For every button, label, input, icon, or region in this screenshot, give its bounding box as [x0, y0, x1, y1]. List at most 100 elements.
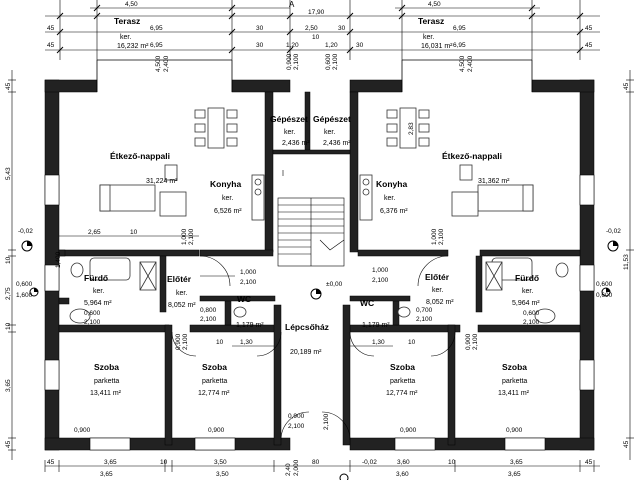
dim-0900-a: 0,900: [286, 53, 293, 70]
dim-1600-left: 1,600: [16, 292, 33, 299]
dim-10-right: 10: [408, 339, 416, 346]
room-floor-konyha-left: ker.: [222, 195, 233, 202]
dim-0800-wc-left: 0,800: [200, 307, 217, 314]
room-floor-gepeszet-right: ker.: [324, 129, 335, 136]
dim-bottom-365-c: 3,65: [100, 471, 113, 478]
dim-45-c: 45: [47, 42, 55, 49]
dim-0900-door-r1: 0,900: [465, 333, 472, 350]
dim-30-c: 30: [256, 42, 264, 49]
dim-4500-right: 4,500: [459, 55, 466, 72]
dim-2100-left: 2,100: [240, 279, 257, 286]
furniture-kitchen: [251, 174, 373, 221]
dim-45-a: 45: [47, 25, 55, 32]
dim-1000-vert-l: 1,000: [181, 228, 188, 245]
dim-1400-bath: 1,400: [55, 251, 62, 268]
room-area-wc-right: 1,179 m²: [362, 322, 390, 329]
dim-695-d: 6,95: [453, 42, 466, 49]
room-area-furdo-left: 5,964 m²: [84, 300, 112, 307]
dim-1000-right: 1,000: [372, 267, 389, 274]
room-floor-szoba-4: parketta: [502, 378, 527, 385]
room-floor-furdo-right: ker.: [522, 288, 533, 295]
room-area-furdo-right: 5,964 m²: [512, 300, 540, 307]
terrace-left-area: 16,232 m²: [117, 43, 149, 50]
dim-2100-b: 2,100: [332, 53, 339, 70]
room-name-konyha-left: Konyha: [210, 179, 241, 189]
dim-45-d: 45: [585, 42, 593, 49]
dim-2400-left: 2,400: [163, 55, 170, 72]
walls: [44, 79, 595, 451]
terrace-left-floor: ker.: [120, 34, 131, 41]
furniture-dining-right: [386, 107, 430, 149]
section-markers: [21, 240, 619, 483]
room-area-wc-left: 1,179 m²: [236, 322, 264, 329]
dim-0600-bath-left: 0,600: [84, 310, 101, 317]
dim-0600-bath-right: 0,600: [523, 310, 540, 317]
dim-bottom-365-a: 3,65: [104, 459, 117, 466]
side-dimension-lines: [8, 70, 634, 460]
dim-2400-right: 2,400: [467, 55, 474, 72]
dim-2100-bath-left: 2,100: [84, 319, 101, 326]
terrace-right-area: 16,031 m²: [421, 43, 453, 50]
dim-bottom-80: 80: [312, 459, 320, 466]
dim-130-left: 1,30: [240, 339, 253, 346]
dim-2100-vert-l: 2,100: [188, 228, 195, 245]
room-name-konyha-right: Konyha: [376, 179, 407, 189]
furniture-dining-left: [194, 107, 238, 149]
dim-top-left-450: 4,50: [125, 1, 138, 8]
terrace-left-name: Terasz: [114, 16, 140, 26]
dim-120-b: 1,20: [325, 42, 338, 49]
room-floor-konyha-right: ker.: [384, 195, 395, 202]
room-name-szoba-3: Szoba: [390, 362, 415, 372]
room-area-konyha-right: 6,376 m²: [380, 208, 408, 215]
room-name-gepeszet-left: Gépészet: [270, 114, 308, 124]
staircase: [277, 170, 345, 267]
dim-30-b: 30: [338, 25, 346, 32]
room-area-konyha-left: 6,526 m²: [214, 208, 242, 215]
dim-left-543: 5,43: [5, 167, 12, 180]
room-name-wc-right: WC: [360, 298, 374, 308]
room-area-gepeszet-right: 2,436 m²: [323, 140, 351, 147]
room-floor-furdo-left: ker.: [93, 288, 104, 295]
level-left: -0,02: [18, 228, 33, 235]
dim-left-365: 3,65: [5, 379, 12, 392]
room-floor-szoba-3: parketta: [390, 378, 415, 385]
room-floor-eloter-left: ker.: [176, 290, 187, 297]
dim-2100-wc-left: 2,100: [200, 316, 217, 323]
dim-right-1153: 11,53: [623, 254, 630, 270]
dim-2100-a: 2,100: [293, 53, 300, 70]
room-floor-szoba-2: parketta: [202, 378, 227, 385]
dim-2100-door-l1: 2,100: [182, 333, 189, 350]
terrace-right-floor: ker.: [423, 34, 434, 41]
dim-left-275: 2,75: [5, 287, 12, 300]
dim-top-right-450: 4,50: [428, 1, 441, 8]
room-area-gepeszet-left: 2,436 m²: [282, 140, 310, 147]
room-area-szoba-1: 13,411 m²: [90, 390, 122, 397]
dim-right-45-b: 45: [623, 440, 630, 448]
dim-0600-right-b: 0,600: [596, 292, 613, 299]
room-area-etkezo-left: 31,224 m²: [146, 178, 178, 185]
dim-30-a: 30: [256, 25, 264, 32]
room-name-eloter-left: Előtér: [167, 274, 192, 284]
dim-45-b: 45: [585, 25, 593, 32]
furniture-bathrooms: [69, 257, 569, 324]
dim-30-d: 30: [356, 42, 364, 49]
dim-0900-win-1: 0,900: [74, 427, 91, 434]
dim-1000-left: 1,000: [240, 269, 257, 276]
dim-bottom-level: -0,02: [362, 459, 377, 466]
room-area-szoba-2: 12,774 m²: [198, 390, 230, 397]
room-floor-szoba-1: parketta: [94, 378, 119, 385]
dim-bottom-240: 2,40: [285, 463, 292, 476]
dim-bottom-45-a: 45: [47, 459, 55, 466]
windows: [44, 174, 595, 451]
dim-left-10: 10: [5, 256, 12, 264]
room-name-furdo-left: Fürdő: [84, 273, 108, 283]
dim-bottom-10-b: 10: [448, 459, 456, 466]
top-dimension-lines: [45, 0, 600, 60]
dim-bottom-365-b: 3,65: [510, 459, 523, 466]
dim-bottom-2000: 2,000: [293, 459, 300, 476]
dim-0900-win-4: 0,900: [506, 427, 523, 434]
dim-left-45-b: 45: [5, 440, 12, 448]
dim-0900-win-3: 0,900: [400, 427, 417, 434]
room-name-furdo-right: Fürdő: [515, 273, 539, 283]
